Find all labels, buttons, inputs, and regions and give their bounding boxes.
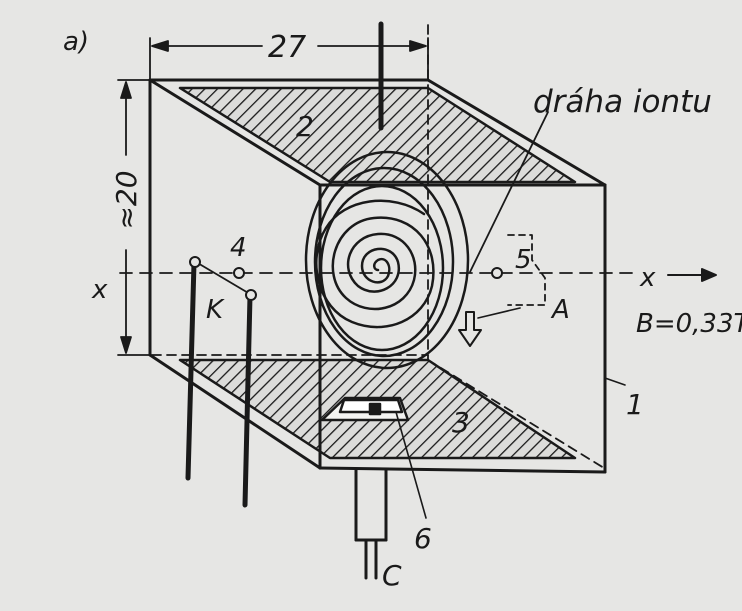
ion-direction-arrow	[458, 311, 482, 347]
dimension-width	[149, 37, 429, 81]
cathode-tip-2	[245, 289, 257, 301]
box-outline	[148, 78, 607, 474]
ion-spiral	[315, 199, 435, 329]
ion-path-label: dráha iontu	[533, 84, 712, 120]
cathode-label: K	[206, 295, 225, 325]
bottom-plate-label: 3	[452, 406, 470, 439]
axis-left-label: x	[91, 275, 108, 305]
axis-right-label: x	[639, 263, 656, 293]
top-plate-label: 2	[296, 110, 314, 143]
panel-label: a)	[63, 27, 89, 57]
point-6-label: 6	[414, 522, 432, 555]
ion-path-pointer	[469, 111, 549, 273]
point-5-marker	[491, 267, 503, 279]
box-label: 1	[626, 388, 644, 421]
ion-path-ellipses	[304, 150, 470, 370]
top-plate	[178, 86, 577, 184]
cathode-filament	[195, 261, 251, 295]
electrode-5	[507, 234, 546, 306]
height-dimension-label: ≈20	[110, 170, 143, 229]
magnetic-field-arrow	[667, 268, 717, 282]
dimension-height	[117, 79, 151, 356]
field-strength-label: B=0,33T	[636, 309, 742, 339]
point-4-marker	[233, 267, 245, 279]
collector-label: C	[382, 559, 402, 592]
point-4-label: 4	[230, 233, 247, 263]
collector-6	[320, 396, 410, 422]
collector-lead	[354, 468, 388, 580]
point-a-leader	[477, 307, 521, 319]
cathode-tip-1	[189, 256, 201, 268]
point-a-label: A	[550, 295, 570, 325]
width-dimension-label: 27	[268, 30, 306, 65]
point-6-leader	[395, 411, 427, 519]
cathode-k	[185, 260, 253, 508]
point-5-label: 5	[515, 245, 532, 275]
point-1-leader	[604, 377, 626, 386]
